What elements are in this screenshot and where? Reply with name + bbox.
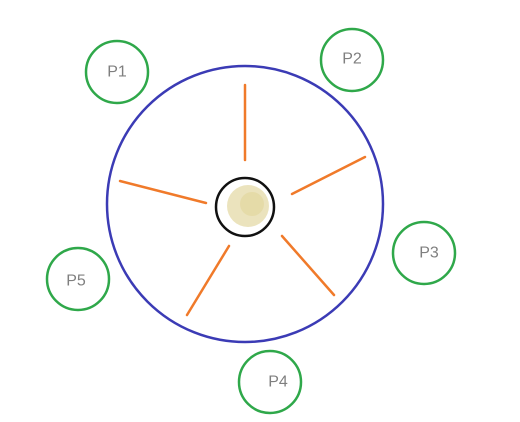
node-p3: P3 — [391, 220, 457, 286]
node-p5-label: P5 — [66, 273, 86, 290]
node-p3-circle — [391, 220, 457, 286]
table-circle — [105, 64, 385, 344]
node-p4: P4 — [237, 349, 303, 415]
node-p1-label: P1 — [107, 64, 127, 81]
spoke-5 — [118, 179, 208, 205]
node-p4-circle — [237, 349, 303, 415]
spoke-3 — [280, 234, 336, 297]
spoke-4 — [185, 244, 231, 317]
bowl-highlight — [240, 192, 264, 216]
node-p5-circle — [45, 246, 111, 312]
node-p2: P2 — [319, 27, 385, 93]
node-p5: P5 — [45, 246, 111, 312]
spoke-2 — [290, 155, 367, 196]
node-p1: P1 — [84, 39, 150, 105]
node-p1-circle — [84, 39, 150, 105]
node-p3-label: P3 — [419, 245, 439, 262]
node-p2-label: P2 — [342, 51, 362, 68]
node-p4-label: P4 — [268, 374, 288, 391]
node-p2-circle — [319, 27, 385, 93]
